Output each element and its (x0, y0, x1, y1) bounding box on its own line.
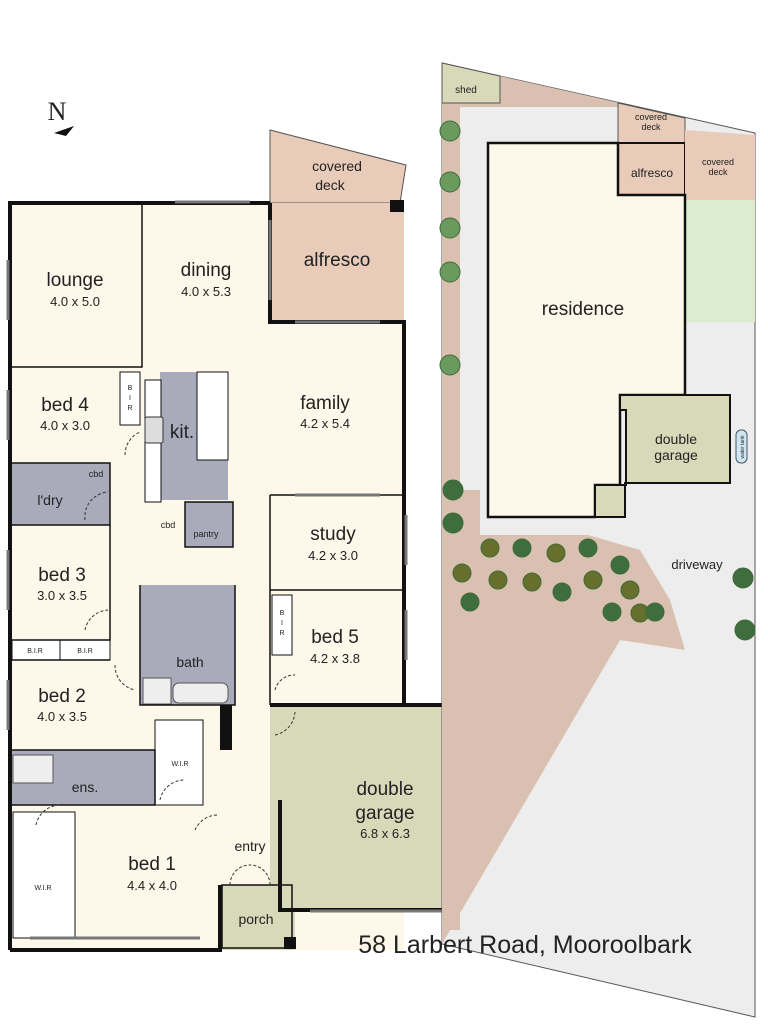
room-size-dining: 4.0 x 5.3 (181, 284, 231, 299)
site-lawn (685, 200, 755, 322)
site-covered-deck-2-label: covered (702, 157, 734, 167)
room-size-bed4: 4.0 x 3.0 (40, 418, 90, 433)
porch-wall (221, 884, 293, 949)
bathtub-icon (172, 682, 229, 704)
room-label-dining: dining (181, 260, 232, 281)
site-alfresco (617, 142, 686, 196)
alfresco-area (270, 203, 404, 322)
water-tank-icon (735, 429, 748, 464)
room-size-garage: 6.8 x 6.3 (360, 826, 410, 841)
site-covered-deck-2 (685, 130, 755, 200)
wall-pier (220, 705, 232, 750)
laundry-area (10, 463, 110, 525)
bir-label: I (129, 395, 131, 402)
north-compass: N (48, 97, 74, 136)
bir-bed5 (271, 594, 293, 656)
address-title: 58 Larbert Road, Mooroolbark (358, 931, 692, 959)
wall (10, 749, 156, 806)
room-label-lounge: lounge (46, 270, 103, 291)
room-label-ensuite: ens. (72, 779, 98, 795)
room-label-laundry: l'dry (37, 492, 62, 508)
water-tank-label: water tank (740, 435, 746, 459)
pantry-area (184, 501, 234, 548)
site-covered-deck-2-label-2: deck (708, 167, 728, 177)
site-driveway-label: driveway (671, 557, 723, 572)
room-label-entry: entry (234, 838, 265, 854)
room-label-bed1: bed 1 (128, 854, 176, 875)
site-shed (441, 62, 501, 104)
post (390, 200, 404, 212)
north-arrow-icon (54, 126, 74, 136)
covered-deck-label: covered (312, 158, 362, 174)
room-label-kitchen: kit. (170, 422, 194, 443)
wall (10, 525, 111, 641)
room-size-bed3: 3.0 x 3.5 (37, 588, 87, 603)
north-label: N (48, 97, 67, 126)
room-label-garage-2: garage (355, 803, 414, 824)
bir-label: B (128, 385, 133, 392)
bir-label: I (281, 620, 283, 627)
covered-deck-label-2: deck (315, 177, 346, 193)
porch-area (220, 885, 295, 950)
site-plan: shed covered deck alfresco covered deck … (439, 62, 756, 1018)
room-size-bed5: 4.2 x 3.8 (310, 651, 360, 666)
ensuite-shower-icon (12, 754, 54, 784)
site-residence-label: residence (542, 299, 624, 320)
wall (139, 585, 236, 706)
site-garage (594, 394, 731, 518)
post (284, 937, 296, 949)
wir-label: W.I.R (34, 885, 51, 892)
room-label-family: family (300, 393, 350, 414)
bir-label: B (280, 610, 285, 617)
bir-label: R (127, 405, 132, 412)
room-size-family: 4.2 x 5.4 (300, 416, 350, 431)
room-label-bed3: bed 3 (38, 565, 86, 586)
room-size-study: 4.2 x 3.0 (308, 548, 358, 563)
cbd-label: cbd (161, 520, 176, 530)
site-shed-label: shed (455, 85, 477, 96)
tree-icons (439, 120, 756, 641)
room-label-alfresco: alfresco (304, 250, 371, 271)
room-size-bed1: 4.4 x 4.0 (127, 878, 177, 893)
wir-middle (154, 719, 204, 806)
pantry-label: pantry (193, 529, 219, 539)
wall (10, 462, 111, 526)
site-garage-label: double (655, 431, 697, 447)
room-label-porch: porch (238, 911, 273, 927)
front-garden-bed (442, 490, 685, 944)
wir-left (12, 811, 76, 939)
site-garage-label-2: garage (654, 447, 698, 463)
cbd-label: cbd (89, 469, 104, 479)
site-covered-deck-label-2: deck (641, 122, 661, 132)
cooktop-icon (144, 416, 164, 444)
room-size-bed2: 4.0 x 3.5 (37, 709, 87, 724)
main-floor-plan: covered deck lounge 4.0 x 5.0 dining 4.0… (6, 129, 502, 952)
room-label-bed2: bed 2 (38, 686, 86, 707)
shower-icon (142, 677, 172, 705)
room-label-garage: double (356, 779, 413, 800)
site-alfresco-label: alfresco (631, 166, 673, 180)
room-label-bed5: bed 5 (311, 627, 359, 648)
room-label-bed4: bed 4 (41, 395, 89, 416)
room-size-lounge: 4.0 x 5.0 (50, 294, 100, 309)
wir-label: W.I.R (171, 761, 188, 768)
bir-label: R (279, 630, 284, 637)
site-covered-deck-label: covered (635, 112, 667, 122)
wall (10, 203, 143, 368)
bir-label: B.I.R (77, 648, 93, 655)
room-label-study: study (310, 524, 356, 545)
bir-label: B.I.R (27, 648, 43, 655)
bir-bed4 (119, 371, 141, 426)
room-label-bath: bath (176, 654, 203, 670)
kitchen-island (196, 371, 229, 461)
wall (10, 885, 222, 952)
